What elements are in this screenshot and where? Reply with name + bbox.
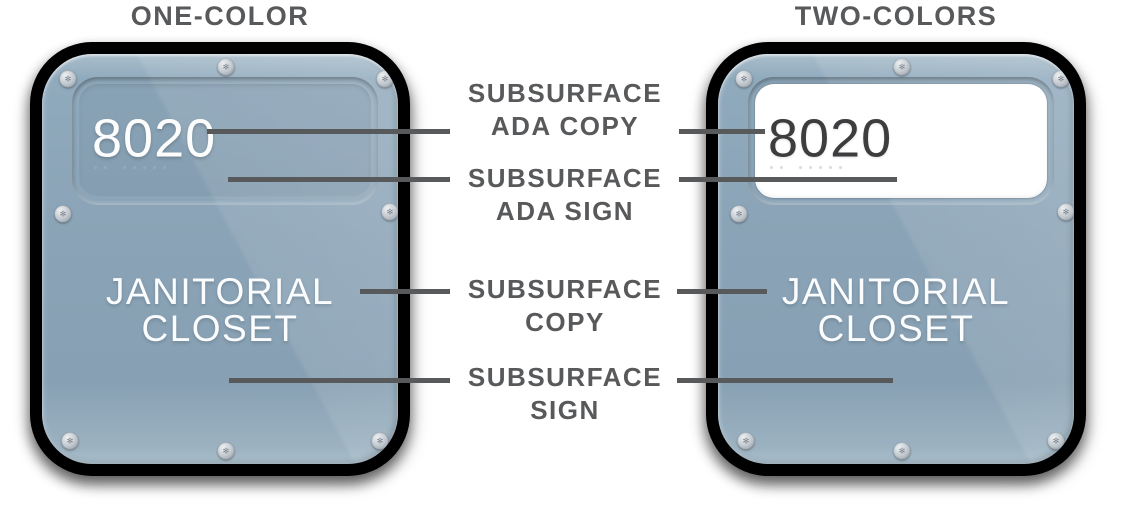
room-number: 8020 <box>768 108 893 169</box>
braille-dots <box>770 166 849 169</box>
callout-line1: SUBSURFACE <box>467 274 663 304</box>
callout-line2: ADA COPY <box>490 111 640 141</box>
callout-line2: SIGN <box>530 395 600 425</box>
leader-line-copy-left <box>360 289 450 294</box>
screw-icon: ✻ <box>54 205 72 223</box>
screw-icon: ✻ <box>217 442 235 460</box>
screw-icon: ✻ <box>376 70 394 88</box>
screw-icon: ✻ <box>1047 432 1065 450</box>
screw-icon: ✻ <box>371 432 389 450</box>
room-number: 8020 <box>92 108 217 169</box>
screw-icon: ✻ <box>217 58 235 76</box>
screw-icon: ✻ <box>893 442 911 460</box>
two-colors-sign-face: ✻ ✻ ✻ ✻ ✻ ✻ ✻ ✻ 8020 JANITORIAL CLOSET <box>718 54 1074 464</box>
screw-icon: ✻ <box>61 432 79 450</box>
leader-line-ada-copy-right <box>679 129 765 134</box>
room-name-line1: JANITORIAL <box>105 271 335 312</box>
leader-line-ada-sign-right <box>679 177 897 182</box>
callout-line2: COPY <box>525 307 605 337</box>
ada-panel-recess: 8020 <box>72 77 378 205</box>
screw-icon: ✻ <box>1052 70 1070 88</box>
leader-line-sign-right <box>677 378 893 383</box>
room-name-text: JANITORIAL CLOSET <box>42 273 398 347</box>
screw-icon: ✻ <box>737 432 755 450</box>
one-color-sign-face: ✻ ✻ ✻ ✻ ✻ ✻ ✻ ✻ 8020 JANITORIAL CLOSET <box>42 54 398 464</box>
screw-icon: ✻ <box>381 203 398 221</box>
room-name-line1: JANITORIAL <box>781 271 1011 312</box>
leader-line-ada-sign-left <box>228 177 450 182</box>
callout-subsurface-ada-sign: SUBSURFACE ADA SIGN <box>452 162 678 228</box>
callout-subsurface-sign: SUBSURFACE SIGN <box>452 361 678 427</box>
ada-panel-recess: 8020 <box>748 77 1054 205</box>
room-name-line2: CLOSET <box>141 308 299 349</box>
one-color-title: ONE-COLOR <box>130 1 310 31</box>
screw-icon: ✻ <box>59 70 77 88</box>
callout-line1: SUBSURFACE <box>467 362 663 392</box>
leader-line-sign-left <box>229 378 450 383</box>
ada-panel-white: 8020 <box>755 84 1047 198</box>
callout-subsurface-copy: SUBSURFACE COPY <box>452 273 678 339</box>
room-name-text: JANITORIAL CLOSET <box>718 273 1074 347</box>
screw-icon: ✻ <box>893 58 911 76</box>
leader-line-copy-right <box>677 289 767 294</box>
screw-icon: ✻ <box>735 70 753 88</box>
two-colors-sign: ✻ ✻ ✻ ✻ ✻ ✻ ✻ ✻ 8020 JANITORIAL CLOSET <box>706 42 1086 476</box>
room-name-line2: CLOSET <box>817 308 975 349</box>
braille-dots <box>94 166 173 169</box>
one-color-sign: ✻ ✻ ✻ ✻ ✻ ✻ ✻ ✻ 8020 JANITORIAL CLOSET <box>30 42 410 476</box>
callout-line1: SUBSURFACE <box>467 78 663 108</box>
screw-icon: ✻ <box>730 205 748 223</box>
callout-line1: SUBSURFACE <box>467 163 663 193</box>
leader-line-ada-copy-left <box>207 129 450 134</box>
screw-icon: ✻ <box>1057 203 1074 221</box>
callout-line2: ADA SIGN <box>495 196 635 226</box>
two-colors-title: TWO-COLORS <box>794 1 998 31</box>
callout-subsurface-ada-copy: SUBSURFACE ADA COPY <box>452 77 678 143</box>
